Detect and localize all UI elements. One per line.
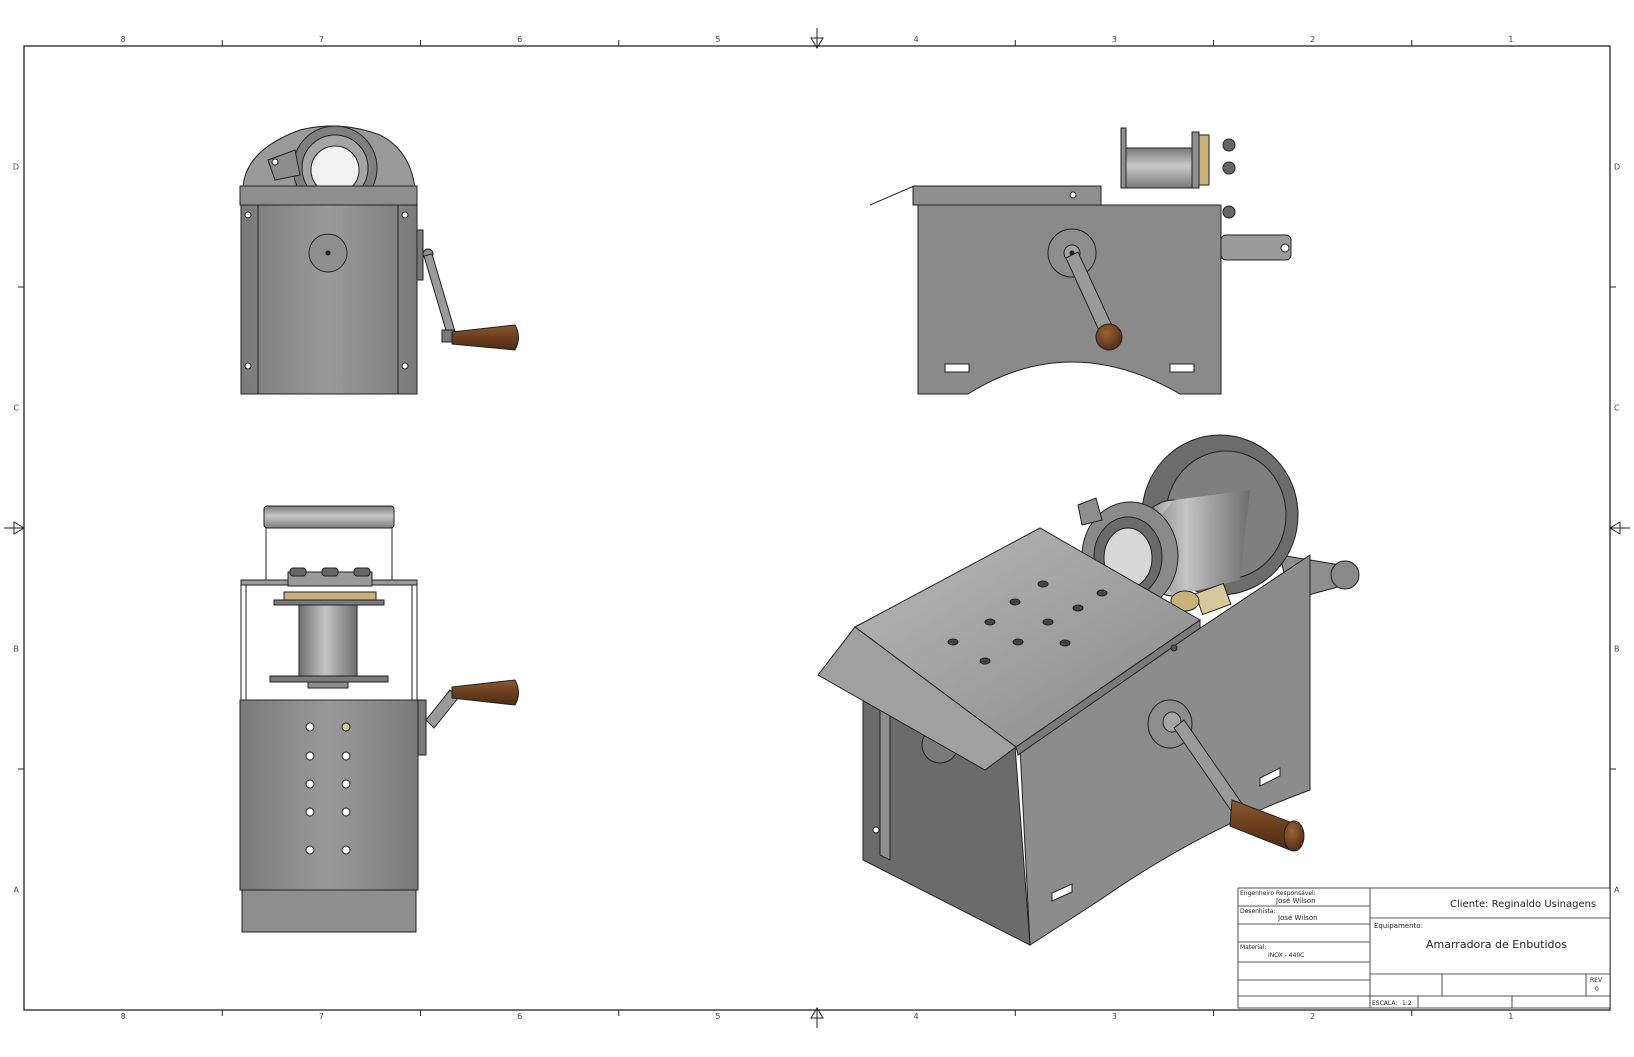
drafter-name: José Wilson xyxy=(1277,914,1318,922)
top-view-bar xyxy=(263,505,395,529)
zone-col-label: 8 xyxy=(121,1012,126,1021)
material-label: Material: xyxy=(1240,944,1266,951)
zone-col-label: 1 xyxy=(1508,1012,1513,1021)
rev-value: 0 xyxy=(1595,986,1599,993)
material-value: INOX - 440C xyxy=(1268,952,1304,959)
zone-col-label: 5 xyxy=(715,35,720,44)
engineer-name: José Wilson xyxy=(1275,897,1316,905)
title-block-text: Engenheiro Responsável: José Wilson Dese… xyxy=(1240,890,1603,1007)
side-view-knob xyxy=(1095,323,1123,351)
front-view-handle xyxy=(451,324,519,351)
zone-row-label: D xyxy=(1614,163,1620,172)
side-view xyxy=(869,127,1292,395)
zone-col-label: 4 xyxy=(914,35,919,44)
equipment-label: Equipamento: xyxy=(1374,922,1423,930)
iso-right-wall xyxy=(1019,554,1311,946)
zone-row-label: A xyxy=(14,886,20,895)
drafter-label: Desenhista: xyxy=(1240,908,1276,915)
scale-label: ESCALA: xyxy=(1372,1000,1397,1007)
zone-row-label: C xyxy=(1614,404,1620,413)
front-view-body xyxy=(240,204,418,395)
zone-col-label: 2 xyxy=(1310,1012,1315,1021)
zone-row-label: B xyxy=(14,645,20,654)
side-view-body xyxy=(917,204,1222,395)
zone-col-label: 6 xyxy=(517,1012,522,1021)
scale-value: 1:2 xyxy=(1402,1000,1412,1007)
zone-col-label: 4 xyxy=(914,1012,919,1021)
top-view-drum xyxy=(298,604,358,681)
side-view-spool xyxy=(1125,147,1197,189)
zone-col-label: 1 xyxy=(1508,35,1513,44)
zone-col-label: 5 xyxy=(715,1012,720,1021)
zone-col-label: 8 xyxy=(121,35,126,44)
title-block xyxy=(1237,887,1611,1009)
zone-row-label: D xyxy=(13,163,19,172)
top-view-handle xyxy=(451,679,519,706)
zone-col-label: 2 xyxy=(1310,35,1315,44)
zone-row-label: B xyxy=(1614,645,1620,654)
zone-col-label: 3 xyxy=(1112,35,1117,44)
zone-row-label: A xyxy=(1614,886,1620,895)
engineer-label: Engenheiro Responsável: xyxy=(1240,890,1316,897)
zone-col-label: 3 xyxy=(1112,1012,1117,1021)
top-view xyxy=(239,505,519,933)
zone-row-label: C xyxy=(13,404,19,413)
centering-marks xyxy=(4,28,1630,1028)
front-view-lid xyxy=(239,185,418,206)
zone-col-label: 7 xyxy=(319,1012,324,1021)
client-name: Cliente: Reginaldo Usinagens xyxy=(1450,899,1596,910)
zone-col-label: 7 xyxy=(319,35,324,44)
top-view-body xyxy=(239,699,419,891)
front-view xyxy=(239,125,519,395)
equipment-name: Amarradora de Enbutidos xyxy=(1426,938,1567,951)
isometric-view xyxy=(817,434,1360,946)
rev-label: REV xyxy=(1590,977,1603,984)
zone-col-label: 6 xyxy=(517,35,522,44)
